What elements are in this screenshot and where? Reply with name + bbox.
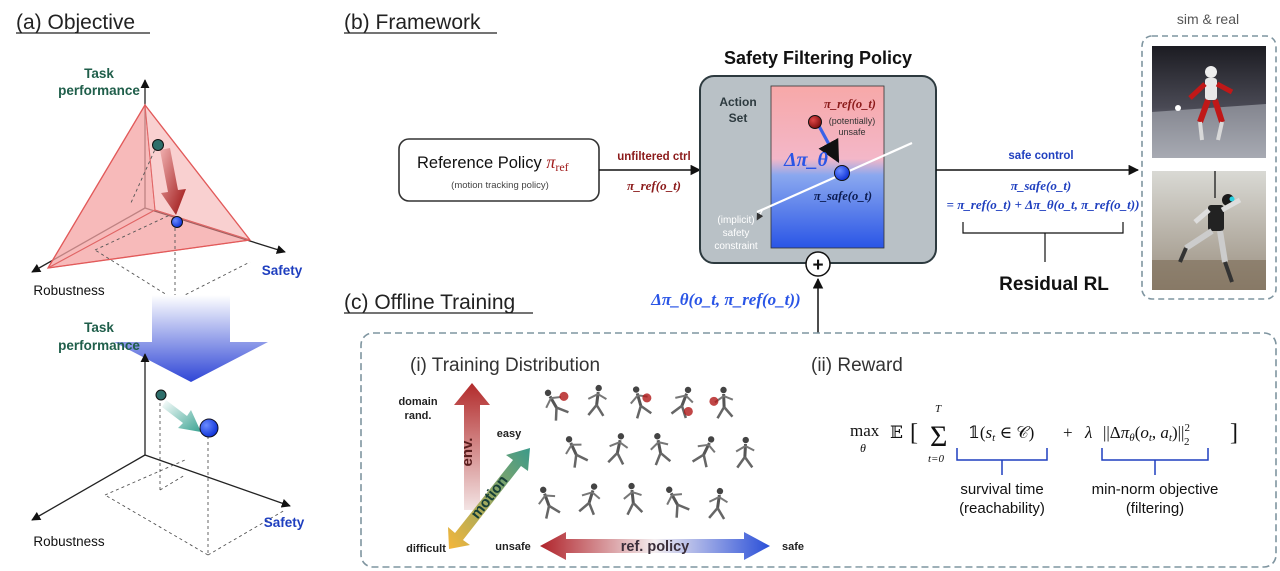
env-arrow bbox=[454, 383, 490, 510]
sum-node-plus: + bbox=[812, 255, 823, 276]
perturbation-marker bbox=[642, 393, 652, 403]
box-pi-ref: π_ref(o_t) bbox=[824, 97, 876, 111]
offline-training-panel bbox=[360, 332, 1277, 568]
pi-ref-ot-label: π_ref(o_t) bbox=[627, 178, 681, 193]
safe-control-label: safe control bbox=[1008, 150, 1073, 162]
section-title-framework: (b) Framework bbox=[344, 11, 481, 34]
action-set-label-2: Set bbox=[729, 111, 748, 125]
potentially-unsafe-1: (potentially) bbox=[829, 116, 876, 126]
residual-rl-label: Residual RL bbox=[999, 274, 1109, 295]
box-pi-safe: π_safe(o_t) bbox=[814, 189, 872, 203]
easy-label: easy bbox=[497, 428, 522, 440]
safe-action-dot bbox=[834, 165, 850, 181]
shift-arrow-green bbox=[162, 400, 201, 432]
action-set-label-1: Action bbox=[719, 95, 756, 109]
section-title-objective: (a) Objective bbox=[16, 11, 135, 34]
pose-thumbnail bbox=[565, 436, 589, 468]
pose-thumbnail bbox=[607, 433, 629, 465]
perturbation-marker bbox=[709, 396, 719, 406]
pose-thumbnail bbox=[578, 483, 601, 516]
minnorm-brace bbox=[1101, 448, 1209, 461]
motion-pose-grid bbox=[538, 384, 755, 520]
ref-policy-label: ref. policy bbox=[621, 539, 690, 555]
unsafe-label: unsafe bbox=[495, 541, 530, 553]
delta-arrow bbox=[817, 125, 840, 163]
perturbation-marker bbox=[683, 406, 693, 416]
section-title-offline-training: (c) Offline Training bbox=[344, 291, 515, 314]
pose-thumbnail bbox=[630, 386, 652, 419]
pose-thumbnail bbox=[708, 487, 728, 520]
end-point-dot-2 bbox=[199, 418, 219, 438]
sim-real-label: sim & real bbox=[1177, 11, 1239, 27]
survival-time-1: survival time bbox=[960, 481, 1043, 498]
min-norm-2: (filtering) bbox=[1126, 500, 1184, 517]
pi-safe-eq-1: π_safe(o_t) bbox=[1011, 178, 1072, 193]
pi-safe-eq-2: = π_ref(o_t) + Δπ_θ(o_t, π_ref(o_t)) bbox=[947, 197, 1140, 212]
motion-arrow bbox=[448, 448, 530, 549]
domain-rand-2: rand. bbox=[405, 410, 432, 422]
unsafe-action-dot bbox=[808, 115, 822, 129]
axis-label-robustness: Robustness bbox=[33, 283, 105, 298]
residual-brace bbox=[962, 222, 1124, 234]
sum-node bbox=[805, 251, 831, 277]
tradeoff-tetrahedron bbox=[46, 103, 252, 270]
axis-label-task-performance-b2: performance bbox=[58, 338, 140, 353]
training-distribution-title: (i) Training Distribution bbox=[410, 355, 600, 376]
axis-label-robustness-b: Robustness bbox=[33, 534, 105, 549]
safety-boundary-line bbox=[756, 141, 913, 214]
pose-thumbnail bbox=[735, 436, 755, 469]
difficult-label: difficult bbox=[406, 543, 446, 555]
domain-rand-1: domain bbox=[398, 396, 437, 408]
delta-feedback-label: Δπ_θ(o_t, π_ref(o_t)) bbox=[650, 290, 800, 309]
pose-thumbnail bbox=[670, 386, 694, 419]
env-label: env. bbox=[459, 438, 476, 467]
projection-lines-top bbox=[94, 144, 251, 301]
survival-brace bbox=[956, 448, 1048, 461]
reward-equation: max θ 𝔼 [ Σ T t=0 𝟙(st ∈ 𝒞) + λ ||Δπθ(ot… bbox=[850, 397, 1238, 466]
implicit-constraint-3: constraint bbox=[714, 241, 758, 252]
perturbation-marker bbox=[559, 391, 569, 401]
transition-arrow bbox=[114, 295, 268, 382]
axis-label-task-performance-b1: Task bbox=[84, 320, 114, 335]
reference-policy-label: Reference Policy πref bbox=[417, 152, 569, 174]
potentially-unsafe-2: unsafe bbox=[838, 127, 865, 137]
shift-arrow-red bbox=[160, 148, 186, 215]
pose-thumbnail bbox=[666, 486, 690, 518]
end-point-dot bbox=[171, 216, 183, 228]
projection-lines-bottom bbox=[104, 397, 286, 556]
pose-thumbnail bbox=[691, 436, 716, 468]
unfiltered-ctrl-label: unfiltered ctrl bbox=[617, 151, 690, 163]
survival-time-2: (reachability) bbox=[959, 500, 1045, 517]
reward-equation-text: max_θ 𝔼[ Σ_{t=0}^{T} 𝟙(s_t ∈ 𝒞) + λ ||Δπ… bbox=[850, 566, 876, 569]
axis-label-task-performance-2: performance bbox=[58, 83, 140, 98]
safe-label: safe bbox=[782, 541, 804, 553]
axis-label-safety-b: Safety bbox=[264, 515, 305, 530]
min-norm-1: min-norm objective bbox=[1092, 481, 1219, 498]
start-point-dot bbox=[152, 139, 164, 151]
axis-label-task-performance-1: Task bbox=[84, 66, 114, 81]
axis-label-safety: Safety bbox=[262, 263, 303, 278]
safety-filtering-title: Safety Filtering Policy bbox=[724, 48, 912, 68]
sim-real-panel bbox=[1141, 35, 1277, 300]
real-robot-photo bbox=[1152, 171, 1266, 290]
sim-screenshot bbox=[1152, 46, 1266, 158]
start-point-dot-2 bbox=[155, 389, 167, 401]
pose-thumbnail bbox=[587, 384, 607, 417]
pose-thumbnail bbox=[623, 482, 644, 516]
reference-policy-note: (motion tracking policy) bbox=[451, 180, 549, 191]
objective-axes-bottom bbox=[31, 353, 291, 521]
delta-pi-label: Δπ_θ bbox=[783, 149, 828, 171]
pose-thumbnail bbox=[538, 486, 561, 519]
implicit-constraint-1: (implicit) bbox=[717, 215, 754, 226]
pose-thumbnail bbox=[650, 433, 672, 466]
pose-thumbnail bbox=[544, 389, 569, 421]
action-set-area bbox=[770, 85, 885, 249]
pose-thumbnail bbox=[709, 386, 734, 419]
implicit-constraint-2: safety bbox=[723, 228, 750, 239]
reward-title: (ii) Reward bbox=[811, 355, 903, 376]
ref-policy-arrow bbox=[540, 532, 770, 560]
constraint-pointer bbox=[756, 208, 764, 221]
